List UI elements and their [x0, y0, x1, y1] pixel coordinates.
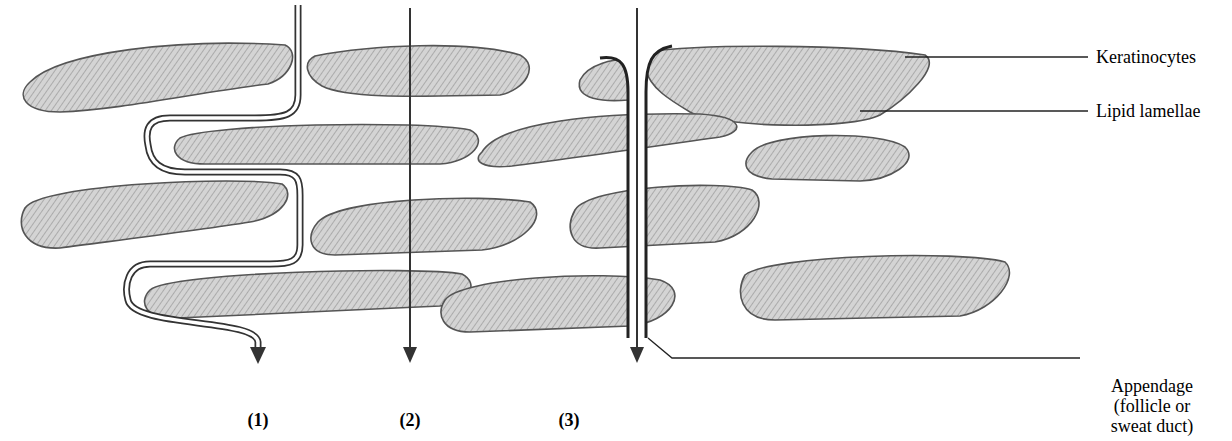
callout-label: Appendage (follicle or sweat duct) [1096, 376, 1208, 436]
keratinocyte [740, 256, 1009, 320]
leader-line [860, 110, 1088, 111]
keratinocyte [174, 124, 478, 164]
callout-label: Lipid lamellae [1096, 101, 1200, 121]
appendage-duct [600, 8, 672, 363]
transcellular-pathway [403, 8, 417, 363]
keratinocyte [21, 181, 287, 248]
callout-label: Keratinocytes [1096, 47, 1196, 67]
keratinocyte [311, 198, 537, 255]
keratinocyte [145, 271, 471, 319]
pathway-number-holder: (2) [400, 410, 421, 430]
pathway-number-holder: (3) [559, 410, 580, 430]
callout-label-holder: Lipid lamellae [1096, 101, 1200, 121]
leader-line [648, 338, 1080, 358]
pathway-number: (1) [248, 410, 269, 430]
pathway-number: (2) [400, 410, 421, 430]
pathway-number: (3) [559, 410, 580, 430]
intercellular-pathway [127, 5, 300, 364]
callout-label-holder: Keratinocytes [1096, 47, 1196, 67]
pathway-number-holder: (1) [248, 410, 269, 430]
keratinocyte [570, 185, 759, 248]
leader-line [905, 56, 1088, 57]
callout-label-holder: Appendage (follicle or sweat duct) [1096, 376, 1208, 436]
keratinocyte [746, 136, 909, 181]
keratinocyte [307, 46, 529, 97]
keratinocyte [478, 114, 737, 167]
keratinocyte [23, 43, 292, 112]
